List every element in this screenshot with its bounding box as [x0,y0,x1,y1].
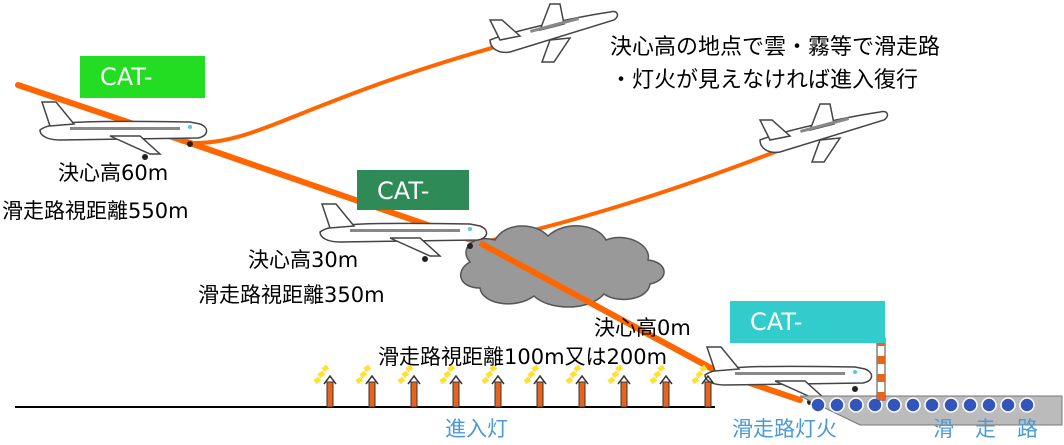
runway-light-icon [1000,397,1016,413]
approach-lights-label: 進入灯 [445,417,508,441]
airplane-icon [39,101,208,161]
runway-light-icon [886,397,902,413]
cat1-rvr: 滑走路視距離550m [2,199,189,223]
approach-light-icon [649,364,673,408]
cat3-badge: CAT- [730,301,885,343]
cloud-icon [460,225,665,308]
approach-light-icon [607,364,631,408]
cat3-decision-height: 決心高0m [594,316,691,340]
runway-light-icon [924,397,940,413]
runway-light-icon [810,397,826,413]
approach-light-icon [439,364,463,408]
runway-light-icon [829,397,845,413]
runway-light-icon [981,397,997,413]
runway-lights-label: 滑走路灯火 [732,417,837,441]
runway-light-icon [867,397,883,413]
approach-light-icon [565,364,589,408]
cat2-badge-label: CAT- [377,177,430,205]
cat2-rvr: 滑走路視距離350m [198,283,385,307]
runway-lights [810,397,1035,413]
runway-light-icon [962,397,978,413]
cat1-badge: CAT- [80,56,205,98]
cat2-decision-height: 決心高30m [248,248,359,272]
cat2-badge: CAT- [357,170,469,210]
runway-label: 滑 走 路 [933,417,1038,441]
cat1-decision-height: 決心高60m [58,161,169,185]
runway-light-icon [848,397,864,413]
approach-lights [313,364,715,408]
approach-light-icon [481,364,505,408]
approach-light-icon [691,364,715,408]
missed-approach-path-cat1 [189,38,521,146]
cat1-badge-label: CAT- [100,63,153,91]
missed-approach-note-line2: ・灯火が見えなければ進入復行 [610,68,919,93]
approach-light-icon [313,364,337,408]
approach-light-icon [397,364,421,408]
localizer-tower-icon [876,337,886,401]
runway-light-icon [1019,397,1035,413]
cat3-badge-label: CAT- [750,308,803,336]
cat3-rvr: 滑走路視距離100m又は200m [378,345,668,369]
runway-light-icon [943,397,959,413]
approach-light-icon [355,364,379,408]
approach-light-icon [523,364,547,408]
airplane-icon [759,103,889,163]
airplane-icon [489,3,619,63]
runway-light-icon [905,397,921,413]
missed-approach-note-line1: 決心高の地点で雲・霧等で滑走路 [610,35,941,60]
